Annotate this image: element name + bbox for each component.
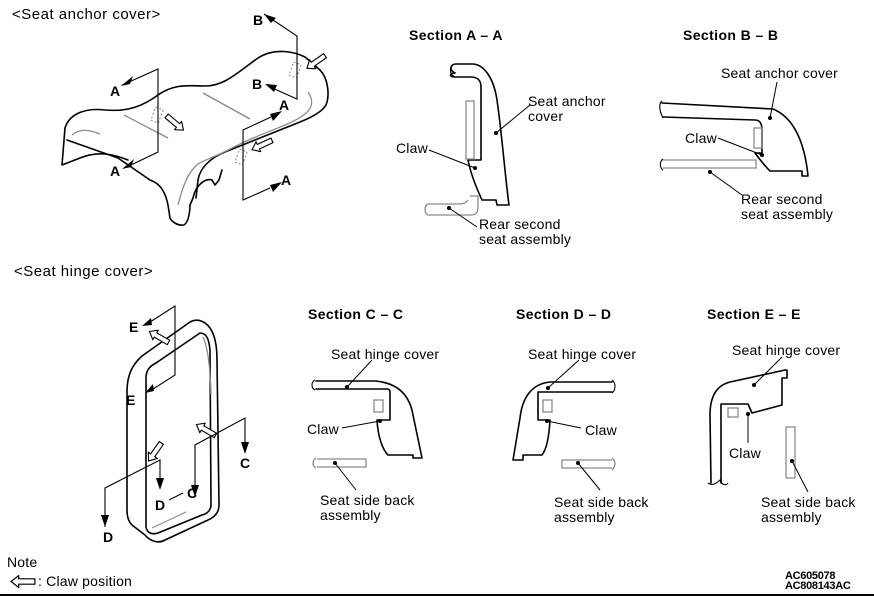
section-ee-drawing — [707, 356, 809, 493]
seat-side-back-assembly-label: assembly — [761, 509, 822, 525]
section-marker-a: A — [279, 97, 290, 113]
note-title: Note — [7, 554, 38, 570]
section-marker-e: E — [126, 392, 136, 408]
section-marker-a: A — [281, 172, 292, 188]
section-dd-title: Section D – D — [516, 306, 612, 322]
rear-second-seat-assembly-label: Rear second — [479, 216, 561, 232]
section-cc-drawing — [311, 359, 423, 491]
seat-anchor-cover-drawing — [61, 13, 329, 226]
section-marker-e: E — [129, 319, 139, 335]
seat-hinge-cover-label: Seat hinge cover — [331, 346, 440, 362]
section-aa-drawing — [424, 63, 531, 228]
rear-second-seat-assembly-label: Rear second — [741, 191, 823, 207]
claw-label: Claw — [307, 421, 339, 437]
seat-hinge-cover-label: Seat hinge cover — [732, 342, 841, 358]
figure-code: AC808143AC — [785, 580, 851, 592]
seat-side-back-assembly-label: Seat side back — [320, 492, 415, 508]
seat-side-back-assembly-label: Seat side back — [761, 494, 856, 510]
section-marker-a: A — [110, 163, 121, 179]
seat-hinge-cover-drawing — [101, 304, 249, 543]
figure-code: AC605078 — [785, 570, 836, 582]
section-marker-d: D — [155, 497, 166, 513]
claw-label: Claw — [729, 445, 761, 461]
hollow-arrow-icon — [10, 575, 36, 588]
section-marker-b: B — [252, 76, 263, 92]
bottom-border — [0, 594, 874, 596]
section-bb-title: Section B – B — [683, 27, 779, 43]
section-aa-title: Section A – A — [409, 27, 503, 43]
section-marker-c: C — [240, 455, 251, 471]
section-marker-b: B — [253, 12, 264, 28]
section-ee-title: Section E – E — [707, 306, 801, 322]
seat-anchor-cover-label: Seat anchor cover — [721, 65, 839, 81]
seat-anchor-cover-label: cover — [528, 108, 564, 124]
rear-second-seat-assembly-label: seat assembly — [741, 206, 834, 222]
seat-side-back-assembly-label: assembly — [554, 509, 615, 525]
section-marker-c: C — [187, 485, 198, 501]
section-marker-a: A — [110, 83, 121, 99]
claw-position-legend-text: : Claw position — [38, 573, 133, 589]
section-marker-d: D — [103, 529, 114, 545]
rear-second-seat-assembly-label: seat assembly — [479, 231, 572, 247]
section-dd-drawing — [512, 359, 616, 491]
claw-label: Claw — [396, 140, 428, 156]
seat-anchor-cover-label: Seat anchor — [528, 93, 606, 109]
seat-side-back-assembly-label: assembly — [320, 507, 381, 523]
section-bb-drawing — [659, 81, 809, 196]
section-cc-title: Section C – C — [308, 306, 404, 322]
seat-hinge-cover-title: <Seat hinge cover> — [14, 263, 154, 280]
claw-label: Claw — [585, 422, 617, 438]
seat-anchor-cover-title: <Seat anchor cover> — [12, 6, 161, 23]
seat-side-back-assembly-label: Seat side back — [554, 494, 649, 510]
claw-label: Claw — [685, 130, 717, 146]
seat-hinge-cover-label: Seat hinge cover — [528, 346, 637, 362]
